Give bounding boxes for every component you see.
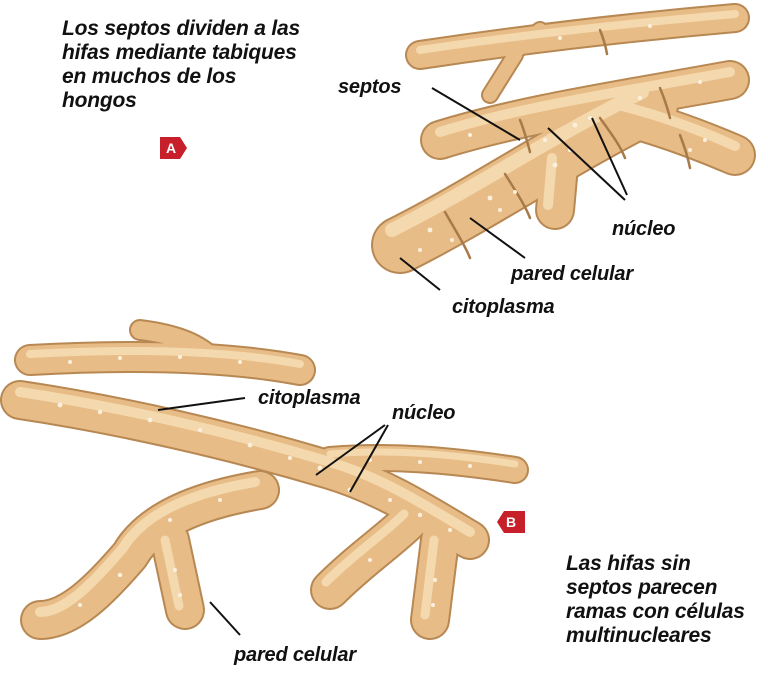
badge-a-letter: A	[165, 140, 177, 156]
septate-hyphae	[371, 3, 756, 274]
label-septos: septos	[338, 76, 402, 98]
badge-a: A	[160, 137, 187, 159]
label-pared-a: pared celular	[511, 263, 633, 285]
caption-line: ramas con células	[566, 600, 745, 623]
caption-line: hifas mediante tabiques	[62, 41, 297, 64]
badge-b: B	[497, 511, 525, 533]
caption-line: Los septos dividen a las	[62, 17, 300, 40]
label-nucleo-a: núcleo	[612, 218, 676, 240]
leader-lines	[157, 87, 628, 636]
caption-line: septos parecen	[566, 576, 718, 599]
label-pared-b: pared celular	[234, 644, 356, 666]
caption-line: hongos	[62, 89, 137, 112]
caption-septate: Los septos dividen a las hifas mediante …	[62, 17, 352, 113]
caption-coenocytic: Las hifas sin septos parecen ramas con c…	[566, 552, 766, 648]
badge-b-letter: B	[505, 514, 517, 530]
label-nucleo-b: núcleo	[392, 402, 456, 424]
coenocytic-hyphae	[0, 319, 529, 640]
caption-line: Las hifas sin	[566, 552, 691, 575]
caption-line: en muchos de los	[62, 65, 237, 88]
label-citoplasma-a: citoplasma	[452, 296, 555, 318]
caption-line: multinucleares	[566, 624, 712, 647]
label-citoplasma-b: citoplasma	[258, 387, 361, 409]
